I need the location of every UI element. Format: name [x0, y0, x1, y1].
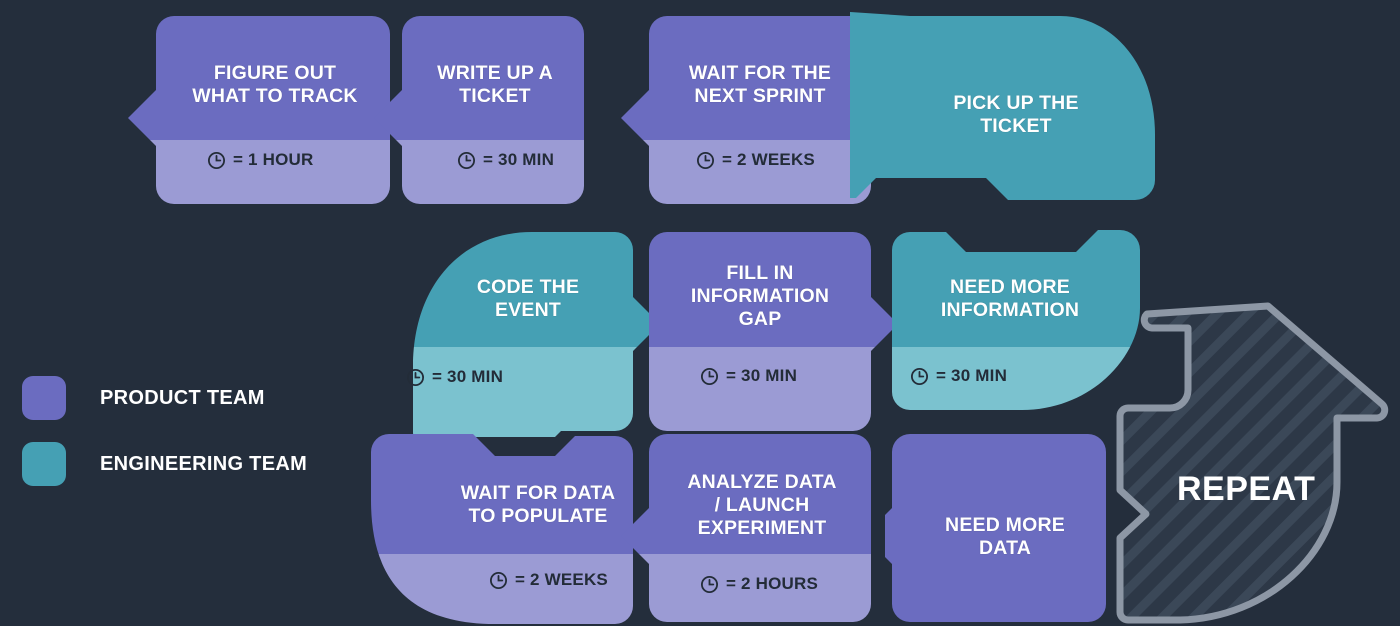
- legend-swatch-engineering: [22, 442, 66, 486]
- legend-item-product[interactable]: PRODUCT TEAM: [22, 370, 307, 426]
- legend-item-engineering[interactable]: ENGINEERING TEAM: [22, 436, 307, 492]
- legend-label-product: PRODUCT TEAM: [100, 386, 265, 409]
- card-wait-for-the-next-sprint[interactable]: [612, 10, 882, 220]
- card-wait-for-data-to-populate[interactable]: [363, 428, 643, 626]
- legend-label-engineering: ENGINEERING TEAM: [100, 452, 308, 475]
- card-write-up-a-ticket[interactable]: [365, 10, 595, 220]
- card-fill-in-information-gap[interactable]: [640, 226, 910, 437]
- repeat-arrow-body: [1116, 302, 1389, 624]
- card-pick-up-the-ticket[interactable]: [850, 10, 1170, 220]
- legend: PRODUCT TEAM ENGINEERING TEAM: [22, 370, 307, 502]
- card-figure-out-what-to-track[interactable]: [120, 10, 410, 220]
- card-need-more-information[interactable]: [885, 226, 1155, 437]
- legend-swatch-product: [22, 376, 66, 420]
- repeat-arrow[interactable]: [1116, 302, 1389, 624]
- card-code-the-event[interactable]: [405, 226, 705, 437]
- card-analyze-data-launch-experiment[interactable]: [612, 428, 882, 626]
- card-need-more-data[interactable]: [885, 428, 1125, 626]
